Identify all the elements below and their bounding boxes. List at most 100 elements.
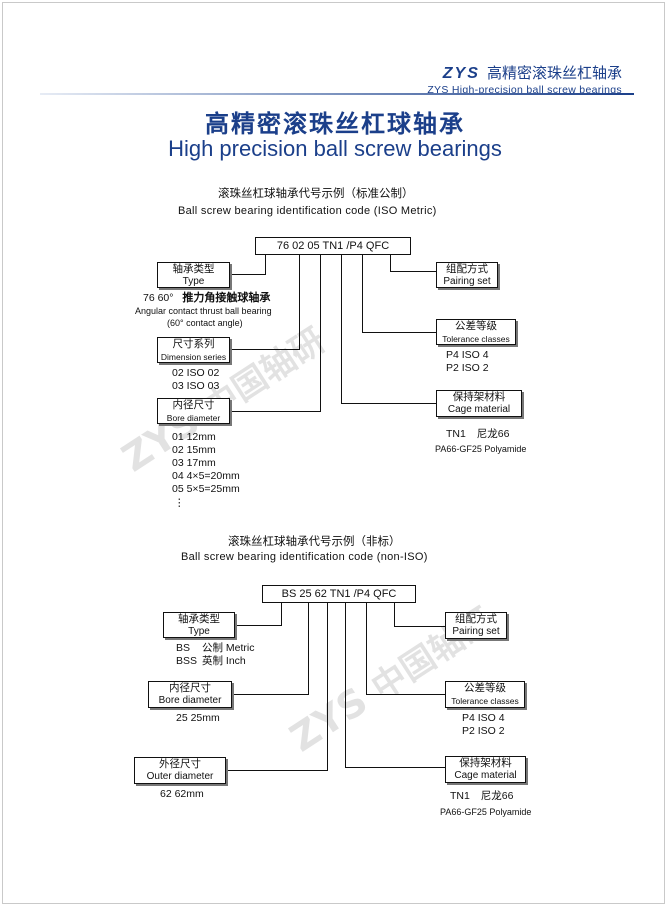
metric-type-desc-cn: 推力角接触球轴承: [182, 292, 271, 304]
metric-tolerance-item-1: P4 ISO 4: [446, 349, 489, 361]
metric-bore-label-cn: 内径尺寸: [172, 399, 215, 411]
metric-pairing-label-cn: 组配方式: [446, 263, 488, 275]
nonstd-bore-desc: 25 25mm: [176, 712, 220, 724]
metric-type-box: 轴承类型 Type: [157, 262, 230, 288]
metric-heading-cn: 滚珠丝杠球轴承代号示例（标准公制）: [218, 186, 414, 200]
metric-code-box: 76 02 05 TN1 /P4 QFC: [255, 237, 411, 255]
nonstd-bore-label-cn: 内径尺寸: [169, 682, 211, 694]
metric-line-tol-h: [362, 332, 436, 333]
metric-bore-item-4: 04 4×5=20mm: [172, 470, 240, 482]
metric-line-tol-v: [362, 255, 363, 333]
nonstd-type-box: 轴承类型 Type: [163, 612, 235, 638]
metric-bore-item-more: ⋮: [174, 497, 185, 509]
nonstd-type-item-1: BS 公制 Metric: [176, 642, 255, 655]
metric-bore-item-1: 01 12mm: [172, 431, 216, 443]
page-title-cn: 高精密滚珠丝杠球轴承: [205, 110, 465, 138]
nonstd-outer-label-cn: 外径尺寸: [159, 758, 201, 770]
metric-cage-desc-1: TN1 尼龙66: [446, 428, 509, 441]
metric-dimension-label-en: Dimension series: [160, 352, 227, 362]
nonstd-cage-label-cn: 保持架材料: [459, 757, 512, 769]
metric-cage-code: TN1: [446, 428, 466, 440]
nonstd-tolerance-box: 公差等级 Tolerance classes: [445, 681, 525, 708]
nonstd-cage-desc-1: TN1 尼龙66: [450, 790, 513, 803]
nonstd-line-cage-v: [345, 603, 346, 768]
nonstd-code-text: BS 25 62 TN1 /P4 QFC: [281, 588, 397, 600]
nonstd-bore-box: 内径尺寸 Bore diameter: [148, 681, 232, 708]
nonstd-type-item-1-code: BS: [176, 642, 191, 654]
metric-code-text: 76 02 05 TN1 /P4 QFC: [276, 240, 390, 252]
metric-tolerance-box: 公差等级 Tolerance classes: [436, 319, 516, 345]
nonstd-type-item-2-desc: 英制 Inch: [202, 655, 246, 667]
nonstd-line-pair-v: [394, 603, 395, 627]
metric-line-bore-h: [230, 411, 321, 412]
metric-type-desc-3: (60° contact angle): [167, 318, 243, 328]
nonstd-line-outer-h: [226, 770, 328, 771]
metric-bore-item-3: 03 17mm: [172, 457, 216, 469]
metric-line-pair-v: [390, 255, 391, 272]
metric-type-label-en: Type: [182, 276, 205, 287]
nonstd-tolerance-item-1: P4 ISO 4: [462, 712, 505, 724]
nonstd-outer-box: 外径尺寸 Outer diameter: [134, 757, 226, 784]
metric-line-pair-h: [390, 271, 436, 272]
nonstd-bore-label-en: Bore diameter: [158, 695, 222, 706]
metric-cage-box: 保持架材料 Cage material: [436, 390, 522, 417]
metric-line-type-h: [230, 274, 266, 275]
brand-logo: ZYS: [442, 65, 480, 82]
nonstd-code-box: BS 25 62 TN1 /P4 QFC: [262, 585, 416, 603]
header-rule: [40, 93, 634, 95]
nonstd-cage-desc-2: PA66-GF25 Polyamide: [440, 807, 532, 817]
brand-header: ZYS 高精密滚珠丝杠轴承 ZYS High-precision ball sc…: [427, 62, 622, 96]
nonstd-type-label-cn: 轴承类型: [178, 613, 220, 625]
nonstd-outer-label-en: Outer diameter: [146, 771, 214, 782]
nonstd-outer-desc: 62 62mm: [160, 788, 204, 800]
nonstd-cage-code: TN1: [450, 790, 470, 802]
nonstd-line-pair-h: [394, 626, 445, 627]
metric-type-code: 76 60°: [143, 292, 174, 304]
nonstd-line-tol-h: [366, 694, 445, 695]
metric-bore-label-en: Bore diameter: [166, 413, 221, 423]
nonstd-type-item-1-desc: 公制 Metric: [202, 642, 255, 654]
nonstd-pairing-label-cn: 组配方式: [455, 613, 497, 625]
metric-tolerance-label-cn: 公差等级: [455, 320, 497, 332]
metric-tolerance-item-2: P2 ISO 2: [446, 362, 489, 374]
nonstd-cage-box: 保持架材料 Cage material: [445, 756, 526, 783]
metric-pairing-box: 组配方式 Pairing set: [436, 262, 498, 288]
metric-cage-desc-cn: 尼龙66: [476, 428, 510, 440]
nonstd-line-cage-h: [345, 767, 445, 768]
metric-line-cage-v: [341, 255, 342, 404]
nonstd-line-type-h: [235, 625, 282, 626]
nonstd-cage-desc-cn: 尼龙66: [480, 790, 514, 802]
page-title-en: High precision ball screw bearings: [168, 136, 502, 161]
metric-heading-en: Ball screw bearing identification code (…: [178, 205, 437, 217]
metric-dimension-box: 尺寸系列 Dimension series: [157, 337, 230, 363]
nonstd-pairing-label-en: Pairing set: [452, 626, 500, 637]
nonstd-line-bore-v: [308, 603, 309, 695]
brand-title-cn: 高精密滚珠丝杠轴承: [486, 64, 622, 82]
nonstd-type-item-2-code: BSS: [176, 655, 198, 667]
metric-dimension-item-1: 02 ISO 02: [172, 367, 220, 379]
metric-bore-box: 内径尺寸 Bore diameter: [157, 398, 230, 424]
metric-tolerance-label-en: Tolerance classes: [442, 334, 510, 344]
metric-dimension-item-2: 03 ISO 03: [172, 380, 220, 392]
nonstd-heading-cn: 滚珠丝杠球轴承代号示例（非标）: [228, 534, 401, 548]
nonstd-tolerance-item-2: P2 ISO 2: [462, 725, 505, 737]
nonstd-line-bore-h: [232, 694, 309, 695]
metric-line-bore-v: [320, 255, 321, 412]
nonstd-pairing-box: 组配方式 Pairing set: [445, 612, 507, 639]
metric-bore-item-2: 02 15mm: [172, 444, 216, 456]
metric-line-dim-h: [230, 349, 300, 350]
metric-type-label-cn: 轴承类型: [172, 263, 215, 275]
metric-cage-label-en: Cage material: [447, 404, 511, 415]
metric-line-dim-v: [299, 255, 300, 350]
nonstd-tolerance-label-en: Tolerance classes: [451, 696, 519, 706]
metric-line-cage-h: [341, 403, 436, 404]
metric-type-desc-2: Angular contact thrust ball bearing: [135, 306, 272, 316]
nonstd-line-outer-v: [327, 603, 328, 771]
nonstd-type-label-en: Type: [188, 626, 210, 637]
metric-dimension-label-cn: 尺寸系列: [172, 338, 215, 350]
metric-type-desc-1: 76 60° 推力角接触球轴承: [143, 292, 270, 305]
metric-cage-desc-2: PA66-GF25 Polyamide: [435, 444, 527, 454]
nonstd-heading-en: Ball screw bearing identification code (…: [181, 551, 428, 563]
nonstd-type-item-2: BSS 英制 Inch: [176, 655, 246, 668]
